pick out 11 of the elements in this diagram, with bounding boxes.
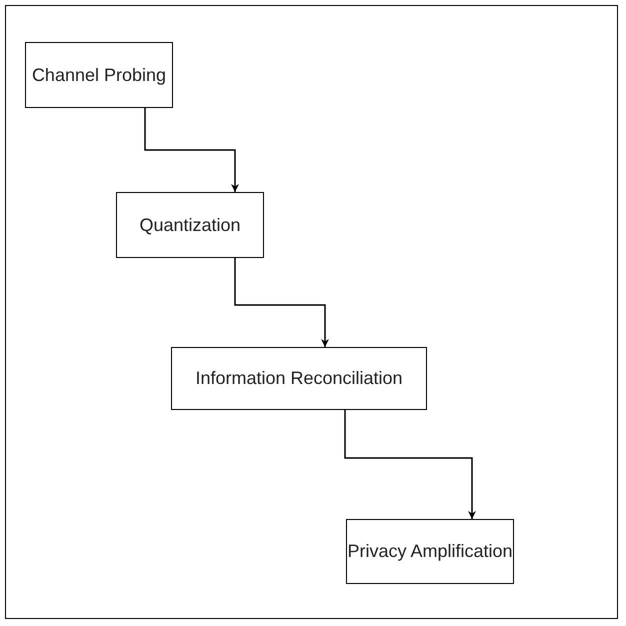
process-box (25, 42, 173, 108)
connector-arrow (234, 258, 329, 347)
box-label: Quantization (139, 214, 241, 236)
box-label: Channel Probing (32, 64, 166, 86)
process-box (171, 347, 427, 410)
connector-arrow (344, 410, 476, 519)
process-box (346, 519, 514, 584)
box-label: Privacy Amplification (347, 541, 513, 562)
box-label: Information Reconciliation (195, 368, 403, 389)
process-box (116, 192, 264, 258)
connector-arrow (144, 108, 239, 192)
